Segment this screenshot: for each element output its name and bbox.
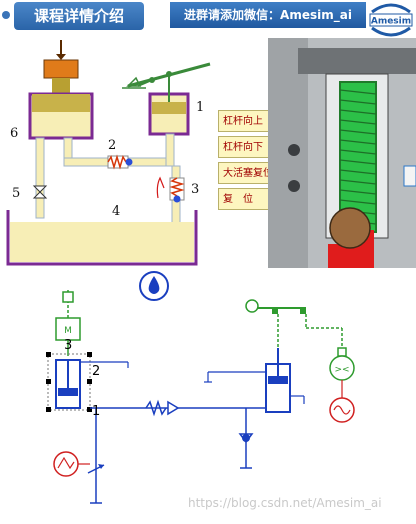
label-1: 1: [196, 100, 205, 115]
lever-up-button[interactable]: 杠杆向上: [218, 110, 272, 132]
section-title: 课程详情介绍: [14, 2, 144, 30]
svg-text:M: M: [64, 326, 72, 336]
label-2: 2: [108, 138, 117, 153]
lever-pivot-icon[interactable]: [245, 299, 259, 313]
check-valve-icon[interactable]: [145, 399, 167, 417]
schematic-label-1: 1: [92, 404, 101, 419]
small-piston: [152, 102, 186, 114]
valve-spring: [339, 81, 377, 233]
label-5: 5: [12, 186, 21, 201]
force-source-icon[interactable]: [62, 291, 74, 303]
label-4: 4: [112, 204, 121, 219]
label-6: 6: [10, 126, 19, 141]
amesim-logo-icon: Amesim: [369, 3, 413, 37]
schematic-drawing: M: [46, 271, 355, 504]
check-ball: [329, 207, 371, 249]
label-3: 3: [191, 182, 200, 197]
schematic-label-3: 3: [64, 338, 73, 353]
check-valve-spring: [169, 177, 185, 197]
reset-button[interactable]: 复 位: [218, 188, 272, 210]
flow-sketch-mark: [156, 176, 165, 199]
lever-down-button[interactable]: 杠杆向下: [218, 136, 272, 158]
valve-cad-section: [268, 38, 416, 268]
check-valve-spring: [107, 154, 127, 170]
large-piston: [32, 94, 90, 112]
header-bar: 课程详情介绍 进群请添加微信：Amesim_ai Amesim: [0, 0, 416, 38]
logo-text: Amesim: [371, 17, 411, 27]
hydraulic-jack-diagram: 1 2 3 4 5 6 杠杆向上 杠杆向下 大活塞复位 复 位: [0, 38, 272, 268]
svg-text:><: ><: [334, 365, 349, 375]
stop-valve-icon: [32, 185, 48, 193]
oil-tank: [6, 210, 198, 266]
jack-drawing: [6, 40, 211, 266]
title-bullet-icon: [2, 11, 10, 19]
signal-source-icon[interactable]: [53, 451, 79, 477]
piston-reset-button[interactable]: 大活塞复位: [218, 162, 272, 184]
wechat-banner: 进群请添加微信：Amesim_ai: [170, 2, 366, 28]
cad-drawing: [268, 38, 416, 268]
source-watermark: https://blog.csdn.net/Amesim_ai: [188, 496, 382, 510]
amesim-schematic: M: [0, 268, 416, 520]
load-block: [43, 59, 79, 79]
schematic-label-2: 2: [92, 364, 101, 379]
